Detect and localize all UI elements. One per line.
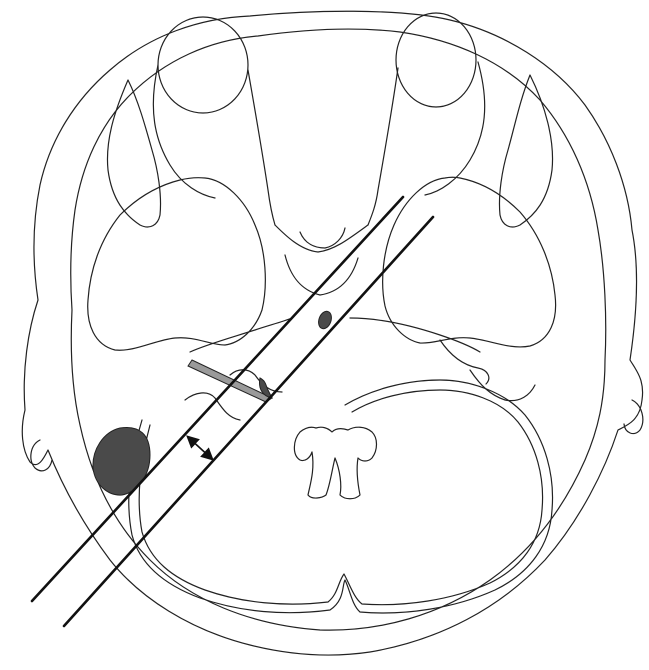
- left-orbit-medial: [248, 70, 275, 225]
- scalp-outline: [22, 11, 642, 655]
- plane-line-upper: [32, 197, 403, 601]
- distance-arrow: [188, 437, 212, 459]
- right-zygoma: [499, 75, 552, 227]
- clivus: [285, 255, 358, 295]
- right-eye-globe: [396, 13, 476, 107]
- right-orbit-wall: [425, 62, 485, 195]
- posterior-fossa-outer: [129, 380, 553, 613]
- left-temporal-detail: [185, 393, 240, 420]
- left-eye-globe: [158, 17, 248, 113]
- posterior-fossa-inner: [139, 390, 542, 605]
- skull-inner-table: [71, 29, 606, 630]
- left-auricle: [31, 440, 52, 471]
- fourth-ventricle: [294, 427, 376, 499]
- right-ear-canal: [440, 340, 489, 384]
- left-zygoma: [107, 80, 160, 227]
- right-auricle: [624, 400, 643, 434]
- right-petrous-ridge: [350, 318, 480, 352]
- right-middle-cranial-fossa: [383, 177, 556, 347]
- lesion-mass: [93, 427, 150, 495]
- right-orbit-medial: [368, 68, 398, 225]
- plane-line-lower: [64, 217, 433, 626]
- left-middle-cranial-fossa: [88, 178, 266, 351]
- vessel-dot: [316, 309, 333, 330]
